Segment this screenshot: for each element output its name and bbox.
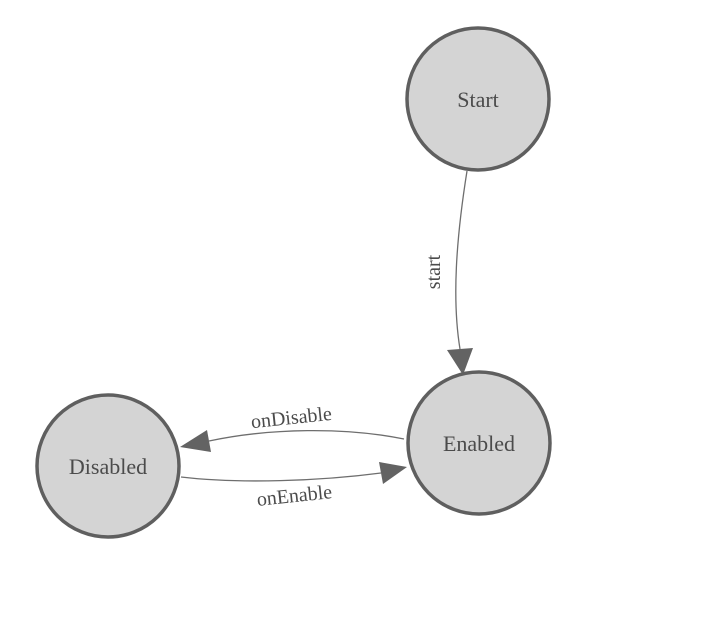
edge-line-disabled-to-enabled <box>180 472 382 482</box>
edge-disabled-to-enabled: onEnable <box>180 462 407 511</box>
state-label-disabled: Disabled <box>69 454 147 479</box>
edge-start-to-enabled: start <box>423 170 473 375</box>
state-node-enabled: Enabled <box>406 370 552 516</box>
state-circle-disabled <box>35 393 181 539</box>
state-node-start: Start <box>405 26 551 172</box>
state-node-disabled: Disabled <box>35 393 181 539</box>
edge-label-ondisable: onDisable <box>250 403 333 433</box>
arrowhead-into-enabled-top-icon <box>447 348 473 375</box>
state-label-start: Start <box>457 87 499 112</box>
state-label-enabled: Enabled <box>443 431 515 456</box>
edge-label-start: start <box>423 254 445 289</box>
state-circle-enabled <box>406 370 552 516</box>
arrowhead-into-disabled-right-icon <box>180 430 211 452</box>
edge-line-enabled-to-disabled <box>208 429 405 442</box>
edge-label-onenable: onEnable <box>256 481 334 511</box>
edge-enabled-to-disabled: onDisable <box>180 403 405 452</box>
edge-line-start-to-enabled <box>455 170 468 350</box>
state-circle-start <box>405 26 551 172</box>
arrowhead-into-enabled-left-icon <box>379 462 407 484</box>
